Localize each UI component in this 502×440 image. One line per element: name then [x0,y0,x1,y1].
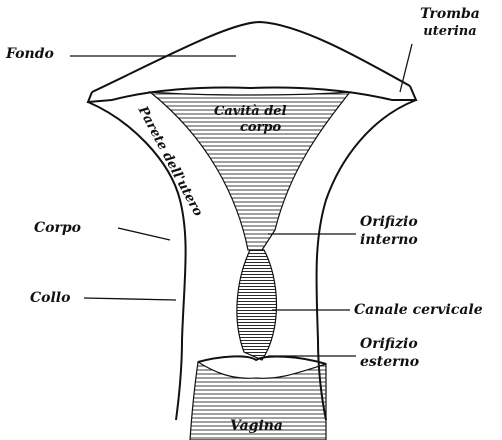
label-tromba-line1: Tromba [410,6,490,22]
label-tromba-line2: uterina [410,24,490,40]
leader-corpo [118,228,170,240]
label-corpo: Corpo [34,220,81,236]
label-orifizio-esterno-line2: esterno [360,354,419,370]
fundus-dome [92,22,410,92]
label-fondo: Fondo [6,46,54,62]
label-canale-cervicale: Canale cervicale [354,302,483,318]
outer-wall-right [316,100,416,420]
label-cavita-line2: corpo [240,120,281,136]
cervical-canal [237,250,277,360]
left-tube-tip [88,92,112,102]
label-vagina: Vagina [230,418,283,434]
label-orifizio-esterno-line1: Orifizio [360,336,418,352]
leader-collo [84,298,176,300]
label-collo: Collo [30,290,70,306]
label-orifizio-interno-line2: interno [360,232,418,248]
label-orifizio-interno-line1: Orifizio [360,214,418,230]
label-cavita-line1: Cavità del [214,104,287,120]
right-tube-tip [392,86,416,100]
